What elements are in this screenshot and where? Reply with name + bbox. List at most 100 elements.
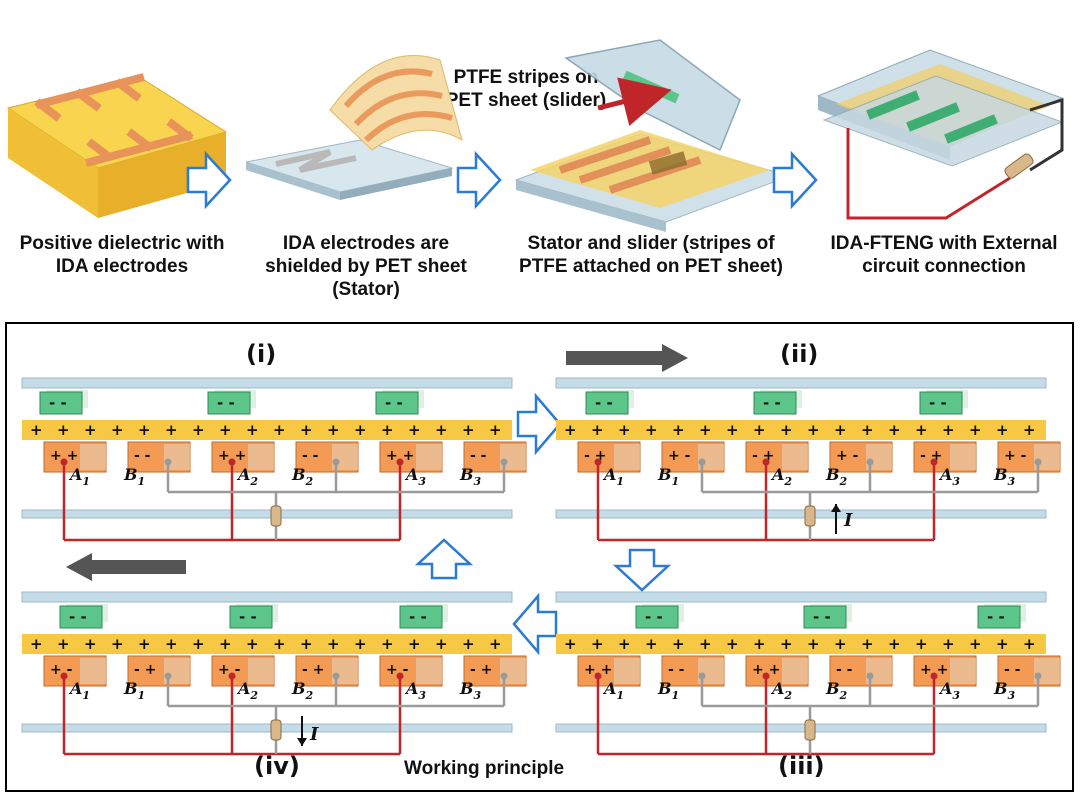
load-resistor xyxy=(804,505,816,527)
ptfe-charge: - - xyxy=(49,394,67,412)
dielectric-charge: + xyxy=(111,421,124,439)
dielectric-charge: + xyxy=(489,421,502,439)
dielectric-charge: + xyxy=(645,635,658,653)
ptfe-charge: - - xyxy=(929,394,947,412)
slider-rail xyxy=(21,377,513,389)
dielectric-charge: + xyxy=(84,421,97,439)
ptfe-charge: - - xyxy=(239,608,257,626)
wire-node-red xyxy=(762,458,770,466)
slider-rail xyxy=(555,591,1047,603)
dielectric-charge: + xyxy=(780,635,793,653)
current-arrow-head xyxy=(297,738,307,746)
wire-node-gray xyxy=(164,672,172,680)
electrode-label: B3 xyxy=(993,679,1016,702)
working-principle-title: Working principle xyxy=(404,758,565,779)
dielectric-charge: + xyxy=(888,421,901,439)
ptfe-charge: - - xyxy=(595,394,613,412)
dielectric-charge: + xyxy=(834,635,847,653)
current-label: I xyxy=(843,510,853,531)
panel-label-i: (i) xyxy=(246,340,277,368)
dielectric-charge: + xyxy=(165,635,178,653)
electrode-charge: - - xyxy=(302,448,319,464)
ptfe-charge: - - xyxy=(813,608,831,626)
subpanel-i: - -- -- -+++++++++++++++++++ +A1- -B1+ +… xyxy=(21,377,527,542)
dielectric-layer xyxy=(22,420,512,440)
dielectric-charge: + xyxy=(861,635,874,653)
ptfe-stripe xyxy=(919,391,963,415)
dielectric-charge: + xyxy=(942,635,955,653)
ptfe-stripe xyxy=(229,605,273,629)
dielectric-charge: + xyxy=(618,635,631,653)
electrode-charge: + - xyxy=(836,448,859,464)
flow-arrow-right xyxy=(772,150,818,210)
dielectric-charge: + xyxy=(969,421,982,439)
wire-node-gray xyxy=(866,672,874,680)
ptfe-charge: - - xyxy=(763,394,781,412)
electrode-label: B2 xyxy=(825,679,848,702)
wire-node-red xyxy=(930,672,938,680)
dielectric-charge: + xyxy=(381,635,394,653)
dielectric-charge: + xyxy=(354,635,367,653)
dielectric-charge: + xyxy=(84,635,97,653)
electrode-charge: + + xyxy=(920,662,948,678)
dielectric-charge: + xyxy=(462,635,475,653)
electrode-charge: + + xyxy=(752,662,780,678)
dielectric-charge: + xyxy=(807,635,820,653)
subpanel-ii: - -- -- -++++++++++++++++++- +A1+ -B1- +… xyxy=(555,377,1061,542)
dielectric-charge: + xyxy=(996,635,1009,653)
electrode-label: B1 xyxy=(123,679,145,702)
wire-node-gray xyxy=(698,458,706,466)
electrode-highlight xyxy=(614,444,640,470)
electrode-charge: - - xyxy=(134,448,151,464)
electrode-charge: + - xyxy=(1004,448,1027,464)
electrode-charge: - + xyxy=(470,662,492,678)
flow-arrow-down xyxy=(612,548,672,592)
dielectric-charge: + xyxy=(273,421,286,439)
dielectric-layer xyxy=(556,634,1046,654)
electrode-charge: - - xyxy=(836,662,853,678)
ptfe-charge: - - xyxy=(217,394,235,412)
dielectric-charge: + xyxy=(30,635,43,653)
subpanel-iv: - -- -- -+++++++++++++++++++ -A1- +B1+ -… xyxy=(21,591,527,756)
electrode-charge: + + xyxy=(386,448,414,464)
wire-node-gray xyxy=(500,458,508,466)
electrode-label: A1 xyxy=(68,679,90,702)
slider-rail xyxy=(21,591,513,603)
ptfe-stripe xyxy=(375,391,419,415)
dielectric-charge: + xyxy=(246,421,259,439)
dielectric-charge: + xyxy=(462,421,475,439)
dielectric-charge: + xyxy=(30,421,43,439)
dielectric-charge: + xyxy=(138,421,151,439)
dielectric-charge: + xyxy=(354,421,367,439)
dielectric-charge: + xyxy=(672,421,685,439)
base-rail xyxy=(555,509,1047,519)
electrode-label: A3 xyxy=(404,679,426,702)
dielectric-charge: + xyxy=(408,635,421,653)
electrode-label: A2 xyxy=(770,465,792,488)
dielectric-charge: + xyxy=(726,421,739,439)
electrode-label: A3 xyxy=(938,679,960,702)
ptfe-stripe xyxy=(39,391,83,415)
dielectric-charge: + xyxy=(888,635,901,653)
electrode-charge: + + xyxy=(50,448,78,464)
current-arrow-head xyxy=(831,504,841,512)
motion-arrow-left xyxy=(66,553,186,581)
electrode-label: A3 xyxy=(938,465,960,488)
dielectric-charge: + xyxy=(300,421,313,439)
wire-node-red xyxy=(594,672,602,680)
load-resistor xyxy=(270,719,282,741)
electrode-highlight xyxy=(80,444,106,470)
electrode-label: A2 xyxy=(770,679,792,702)
ptfe-stripe xyxy=(753,391,797,415)
flow-arrow-left xyxy=(512,592,558,656)
dielectric-charge: + xyxy=(57,421,70,439)
ptfe-stripe xyxy=(59,605,103,629)
wire-node-red xyxy=(930,458,938,466)
electrode-label: B1 xyxy=(657,679,679,702)
panel-label-iii: (iii) xyxy=(778,752,825,780)
dielectric-charge: + xyxy=(327,421,340,439)
dielectric-charge: + xyxy=(969,635,982,653)
base-rail xyxy=(21,723,513,733)
panel-label-iv: (iv) xyxy=(254,752,300,780)
